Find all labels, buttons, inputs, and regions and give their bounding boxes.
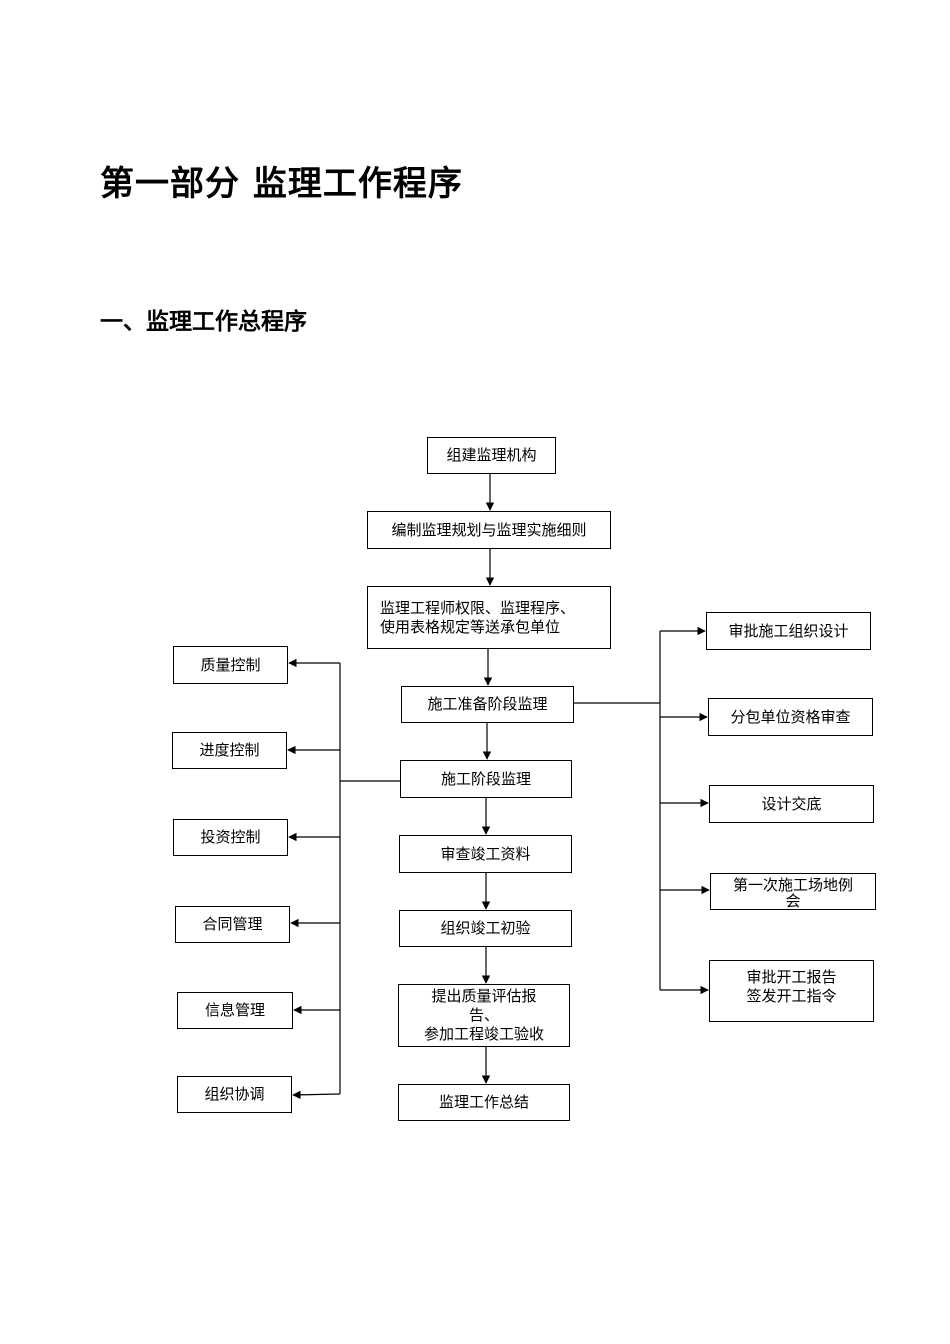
node-label-line2: 告、 — [468, 1006, 499, 1024]
left-item-contract-management: 合同管理 — [175, 906, 290, 943]
node-label: 设计交底 — [761, 794, 822, 813]
section-title: 一、监理工作总程序 — [100, 309, 307, 335]
node-label: 组建监理机构 — [446, 446, 537, 464]
node-summary: 监理工作总结 — [398, 1084, 570, 1121]
node-compile-plan: 编制监理规划与监理实施细则 — [367, 511, 611, 549]
node-label: 审批施工组织设计 — [728, 621, 849, 640]
left-item-schedule-control: 进度控制 — [172, 732, 287, 769]
node-label: 进度控制 — [199, 741, 260, 759]
left-item-information-management: 信息管理 — [177, 992, 293, 1029]
right-item-start-order: 审批开工报告 签发开工指令 — [709, 960, 874, 1022]
node-construction-stage: 施工阶段监理 — [400, 760, 572, 798]
node-label-line2: 使用表格规定等送承包单位 — [380, 617, 561, 636]
right-item-first-site-meeting: 第一次施工场地例 会 — [710, 873, 876, 910]
node-label: 信息管理 — [204, 1001, 265, 1019]
node-label: 质量控制 — [200, 655, 261, 674]
node-review-docs: 审查竣工资料 — [399, 835, 572, 873]
node-label: 编制监理规划与监理实施细则 — [391, 520, 587, 539]
left-item-quality-control: 质量控制 — [173, 646, 288, 684]
node-label: 施工阶段监理 — [440, 769, 531, 788]
node-send-to-contractor: 监理工程师权限、监理程序、 使用表格规定等送承包单位 — [367, 586, 611, 649]
right-item-approve-construction-design: 审批施工组织设计 — [706, 612, 871, 650]
node-label: 施工准备阶段监理 — [427, 695, 548, 713]
node-label: 组织协调 — [204, 1085, 265, 1103]
node-label: 投资控制 — [200, 828, 261, 846]
node-label-line1: 提出质量评估报 — [431, 987, 537, 1005]
node-label-line2: 签发开工指令 — [746, 987, 837, 1005]
node-label: 组织竣工初验 — [440, 919, 531, 937]
node-build-organization: 组建监理机构 — [427, 437, 556, 474]
node-label: 合同管理 — [202, 915, 263, 933]
left-item-cost-control: 投资控制 — [173, 819, 288, 856]
node-label-line2: 会 — [785, 892, 801, 910]
node-label-line3: 参加工程竣工验收 — [423, 1025, 544, 1043]
node-label: 审查竣工资料 — [440, 844, 531, 863]
node-initial-inspection: 组织竣工初验 — [399, 910, 572, 947]
node-label-line1: 审批开工报告 — [746, 968, 837, 986]
page-title: 第一部分 监理工作程序 — [100, 164, 463, 204]
node-label-line1: 第一次施工场地例 — [732, 876, 853, 894]
right-item-design-briefing: 设计交底 — [709, 785, 874, 823]
node-prep-stage: 施工准备阶段监理 — [401, 686, 574, 723]
left-item-coordination: 组织协调 — [177, 1076, 292, 1113]
node-quality-report: 提出质量评估报 告、 参加工程竣工验收 — [398, 984, 570, 1047]
right-item-subcontractor-review: 分包单位资格审查 — [708, 698, 873, 736]
node-label: 监理工作总结 — [438, 1093, 529, 1111]
node-label-line1: 监理工程师权限、监理程序、 — [380, 598, 576, 617]
node-label: 分包单位资格审查 — [730, 707, 851, 726]
